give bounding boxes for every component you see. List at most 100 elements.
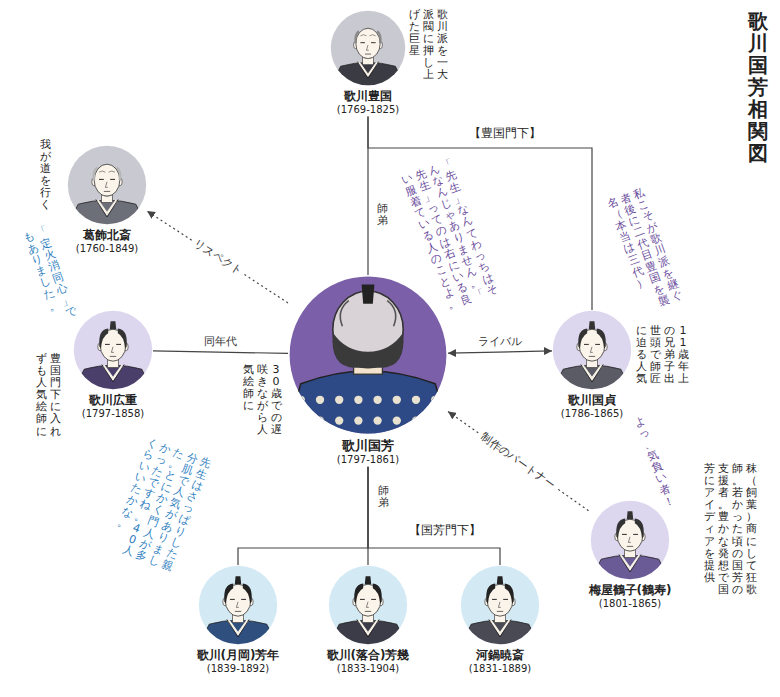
speech-quote-column: 「定火消同心」でもありました。 xyxy=(22,225,79,324)
person-name: 歌川国芳 xyxy=(342,438,394,454)
portrait xyxy=(330,28,406,86)
portrait-stroke xyxy=(431,396,439,404)
portrait xyxy=(73,321,153,390)
person-note-column: 我が道を行く xyxy=(40,139,51,212)
portrait-stroke xyxy=(486,583,495,603)
portrait-stroke xyxy=(366,602,368,608)
portrait-stroke xyxy=(590,555,670,580)
person-name: 歌川国貞 xyxy=(568,393,616,408)
portrait-stroke xyxy=(360,599,376,600)
portrait-stroke xyxy=(589,321,595,329)
relation-line xyxy=(147,211,288,303)
portrait-stroke xyxy=(578,328,587,348)
portrait-stroke xyxy=(357,62,378,79)
portrait-stroke xyxy=(365,611,371,612)
portrait-circle xyxy=(288,275,448,435)
person-name: 歌川豊国 xyxy=(344,89,392,104)
life-years: (1797-1858) xyxy=(82,408,144,421)
portrait xyxy=(460,576,540,645)
portrait-stroke xyxy=(227,619,249,637)
portrait-stroke xyxy=(622,534,638,535)
portrait-stroke xyxy=(373,396,381,404)
portrait-circle xyxy=(328,565,408,645)
portrait-stroke xyxy=(360,42,375,43)
portrait-stroke xyxy=(297,416,305,424)
portrait-circle xyxy=(330,10,406,86)
person-node: 歌川国貞(1786-1865)11歳年上の兄弟子出世頭で師匠に迫る人気 xyxy=(552,310,632,421)
person-note: 30歳での遅咲きながら人気絵師に xyxy=(243,363,282,436)
portrait-stroke xyxy=(505,583,514,603)
person-node: 歌川広重(1797-1858)豊国門下に入れずも人気絵師に xyxy=(73,310,153,421)
portrait-stroke xyxy=(328,620,408,645)
portrait-stroke xyxy=(492,599,508,600)
portrait-stroke xyxy=(387,301,396,327)
portrait-stroke xyxy=(104,191,110,192)
portrait-stroke xyxy=(460,620,540,645)
person-note: 豊国門下に入れずも人気絵師に xyxy=(36,352,61,438)
group-bracket-label: 【豊国門下】 xyxy=(469,126,541,140)
portrait-stroke xyxy=(616,518,625,538)
relation-line xyxy=(238,467,368,565)
edge-label: 師弟 xyxy=(377,202,388,227)
group-bracket-label: 【国芳門下】 xyxy=(409,523,481,537)
edge-label-column: 師弟 xyxy=(377,203,388,227)
portrait-stroke xyxy=(316,416,324,424)
portrait-stroke xyxy=(316,396,324,404)
person-node: 河鍋暁斎(1831-1889) xyxy=(460,565,540,676)
person-name: 河鍋暁斎 xyxy=(476,648,524,663)
portrait-stroke xyxy=(366,45,368,50)
life-years: (1831-1889) xyxy=(469,663,531,676)
person-note: 秣（飼葉）商にして狂歌師。若かった頃の国芳の支援者。豊かな発想で国芳にアイディア… xyxy=(704,462,757,596)
portrait-stroke xyxy=(431,416,439,424)
person-node: 葛飾北斎(1760-1849)我が道を行く xyxy=(67,145,147,256)
portrait-stroke xyxy=(198,620,278,645)
speech-quote-column: 先生はさっぱりした親分肌で人気がありました。とにかく門人が多かったですね。40人… xyxy=(108,437,212,574)
portrait-stroke xyxy=(230,599,246,600)
portrait-stroke xyxy=(99,179,115,180)
speech-quote: よっ、気負い者！ xyxy=(633,414,677,510)
diagram-title: 歌川国芳相関図 xyxy=(748,9,768,165)
relation-line xyxy=(448,351,552,353)
person-note-column: 11歳年上の兄弟子出世頭で師匠に迫る人気 xyxy=(636,325,689,385)
person-node: 歌川国芳(1797-1861)30歳での遅咲きながら人気絵師に xyxy=(288,275,448,467)
life-years: (1786-1865) xyxy=(561,408,623,421)
portrait-stroke xyxy=(627,546,633,547)
portrait-stroke xyxy=(373,416,381,424)
life-years: (1833-1904) xyxy=(337,663,399,676)
portrait-stroke xyxy=(619,554,641,572)
portrait-stroke xyxy=(110,321,116,329)
person-note: 我が道を行く xyxy=(40,138,51,211)
portrait-stroke xyxy=(489,619,511,637)
portrait-stroke xyxy=(635,518,644,538)
portrait-stroke xyxy=(628,537,630,543)
speech-quote: 「先生」なんてわっちはそんなんじゃありません。「先生」ってのは右にいる良い服着て… xyxy=(400,157,500,312)
portrait xyxy=(198,576,278,645)
portrait-stroke xyxy=(360,35,375,36)
portrait-stroke xyxy=(354,583,363,603)
life-years: (1769-1825) xyxy=(337,104,399,117)
portrait-stroke xyxy=(497,576,503,584)
relation-line xyxy=(153,351,288,354)
portrait-stroke xyxy=(373,583,382,603)
relation-line xyxy=(368,467,500,565)
portrait-stroke xyxy=(412,416,420,424)
edge-label-column: 師弟 xyxy=(378,485,389,509)
portrait-stroke xyxy=(335,416,343,424)
edge-label: 制作のパートナー xyxy=(476,429,560,494)
relation-line xyxy=(448,411,589,510)
person-name: 葛飾北斎 xyxy=(83,228,131,243)
portrait-stroke xyxy=(363,57,374,59)
person-name: 歌川広重 xyxy=(89,393,137,408)
portrait-stroke xyxy=(111,347,113,353)
portrait-stroke xyxy=(498,602,500,608)
portrait-stroke xyxy=(99,171,115,172)
portrait-stroke xyxy=(236,602,238,608)
portrait-stroke xyxy=(235,611,241,612)
speech-quote-column: 「先生」なんてわっちはそんなんじゃありません。「先生」ってのは右にいる良い服着て… xyxy=(400,158,499,312)
portrait xyxy=(67,164,147,225)
portrait-stroke xyxy=(393,396,401,404)
person-node: 梅屋鶴子(鶴寿)(1801-1865)秣（飼葉）商にして狂歌師。若かった頃の国芳… xyxy=(589,500,672,611)
portrait-stroke xyxy=(235,576,241,584)
edge-label: リスペクト xyxy=(188,235,246,279)
